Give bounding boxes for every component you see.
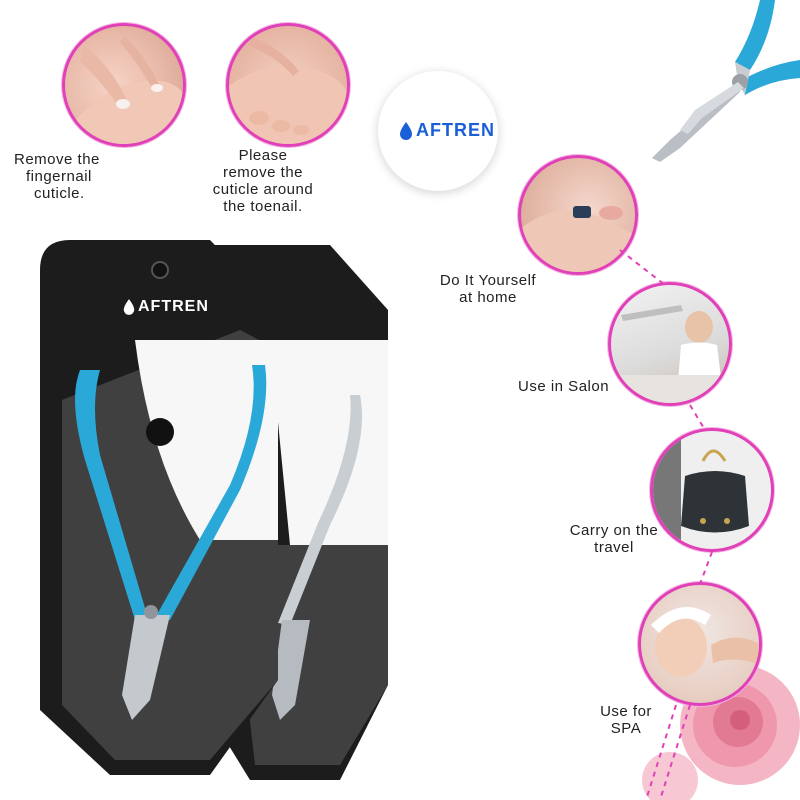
brand-logo-badge: AFTREN <box>378 71 498 191</box>
diy-photo <box>518 155 638 275</box>
fingernail-photo <box>62 23 186 147</box>
foot-illustration <box>229 36 347 144</box>
caption-fingernail: Remove the fingernail cuticle. <box>14 151 100 202</box>
caption-spa: Use for SPA <box>600 703 652 737</box>
caption-toenail: Please remove the cuticle around the toe… <box>212 147 314 215</box>
water-drop-logo-icon <box>123 299 135 315</box>
caption-diy: Do It Yourself at home <box>439 272 537 306</box>
pouch-brand-text: AFTREN <box>138 298 209 315</box>
travel-photo <box>650 428 774 552</box>
pouch-blue-nipper: AFTREN <box>40 240 280 775</box>
caption-travel: Carry on the travel <box>569 522 659 556</box>
water-drop-logo-icon <box>400 121 412 140</box>
caption-salon: Use in Salon <box>518 378 610 395</box>
hand-illustration <box>67 36 183 144</box>
spa-photo <box>638 582 762 706</box>
nipper-closeup <box>652 0 800 162</box>
brand-logo-text: AFTREN <box>416 120 495 140</box>
toenail-photo <box>226 23 350 147</box>
